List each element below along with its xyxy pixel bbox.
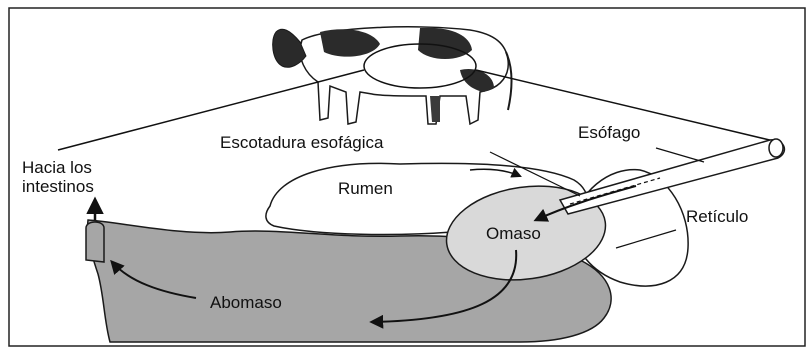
label-esofago: Esófago xyxy=(578,123,640,142)
calf-illustration xyxy=(273,27,512,124)
label-escotadura: Escotadura esofágica xyxy=(220,133,384,152)
label-omaso: Omaso xyxy=(486,224,541,243)
intestine-tube xyxy=(86,222,104,262)
label-hacia-line1: Hacia los xyxy=(22,158,92,177)
leader-esofago xyxy=(656,148,704,162)
esofago-opening xyxy=(769,139,783,157)
label-abomaso: Abomaso xyxy=(210,293,282,312)
label-hacia-line2: intestinos xyxy=(22,177,94,196)
label-rumen: Rumen xyxy=(338,179,393,198)
label-reticulo: Retículo xyxy=(686,207,748,226)
